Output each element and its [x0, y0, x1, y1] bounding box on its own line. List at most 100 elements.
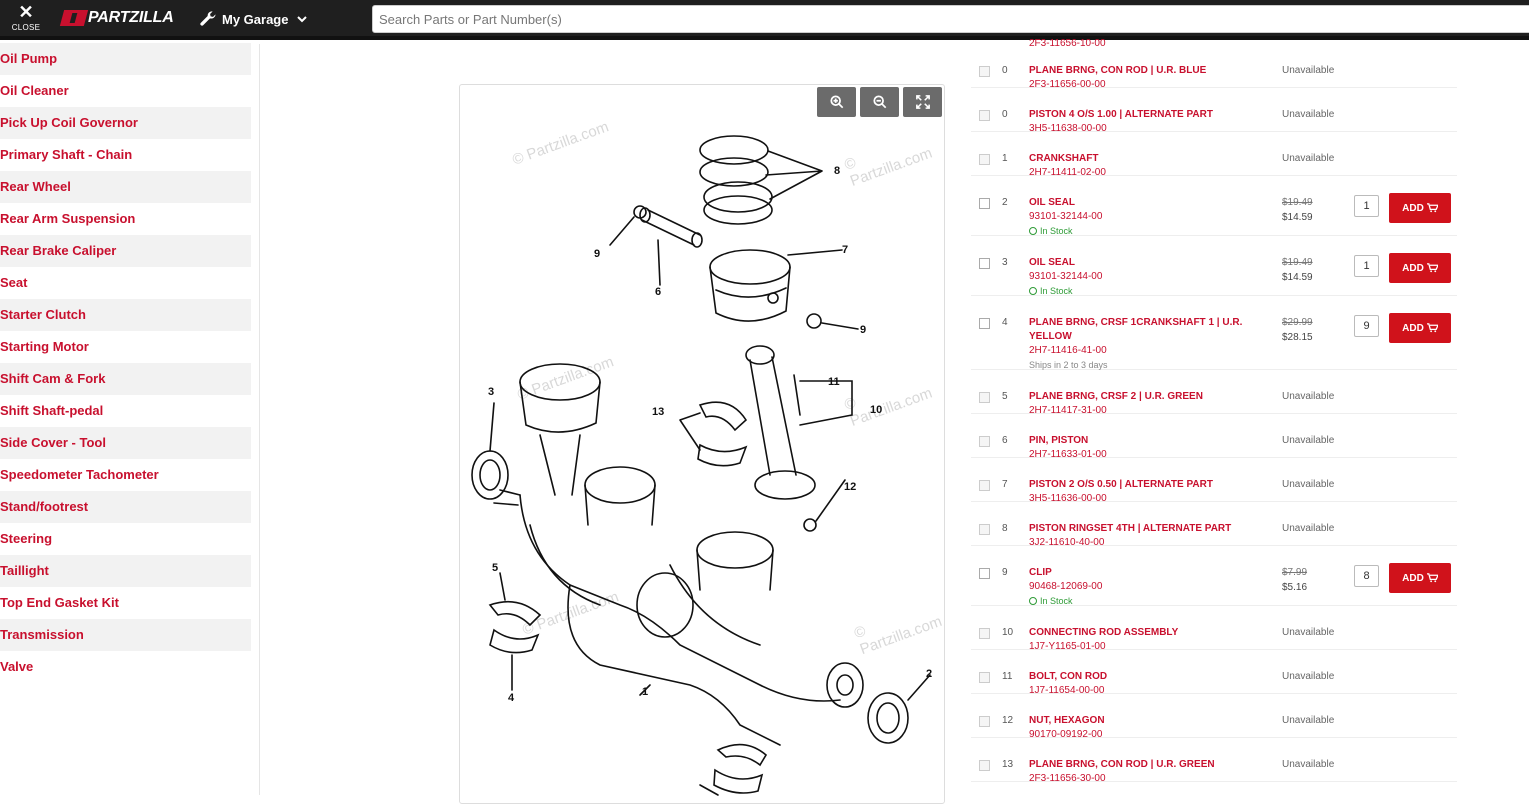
sidebar-item[interactable]: Taillight — [0, 555, 251, 587]
part-select-checkbox[interactable] — [979, 672, 990, 683]
original-price: $7.99 — [1282, 567, 1308, 578]
my-garage-button[interactable]: My Garage — [198, 9, 308, 29]
part-ref-number: 9 — [1002, 567, 1008, 578]
sidebar-item[interactable]: Rear Brake Caliper — [0, 235, 251, 267]
part-name-link[interactable]: PLANE BRNG, CON ROD | U.R. GREEN — [1029, 759, 1215, 770]
part-name-link[interactable]: OIL SEAL — [1029, 197, 1075, 208]
part-name-link[interactable]: CRANKSHAFT — [1029, 153, 1099, 164]
part-name-link[interactable]: NUT, HEXAGON — [1029, 715, 1105, 726]
search-input[interactable] — [379, 12, 1525, 27]
close-button[interactable]: ✕ CLOSE — [8, 3, 44, 37]
part-select-checkbox[interactable] — [979, 436, 990, 447]
sidebar-item[interactable]: Transmission — [0, 619, 251, 651]
part-number: 2H7-11411-02-00 — [1029, 167, 1106, 178]
sidebar-item[interactable]: Valve — [0, 659, 34, 674]
part-select-checkbox[interactable] — [979, 760, 990, 771]
sidebar-item[interactable]: Pick Up Coil Governor — [0, 107, 251, 139]
sidebar-item[interactable]: Rear Arm Suspension — [0, 211, 136, 226]
part-ref-number: 13 — [1002, 759, 1014, 770]
zoom-out-button[interactable] — [860, 87, 899, 117]
fullscreen-button[interactable] — [903, 87, 942, 117]
my-garage-label: My Garage — [222, 11, 289, 27]
sidebar-item[interactable]: Starter Clutch — [0, 299, 251, 331]
part-name-link[interactable]: PISTON 2 O/S 0.50 | ALTERNATE PART — [1029, 479, 1213, 490]
callout-5: 5 — [492, 562, 498, 574]
sidebar-item[interactable]: Oil Cleaner — [0, 83, 69, 98]
sale-price: $28.15 — [1282, 332, 1313, 343]
check-circle-icon — [1029, 287, 1037, 295]
part-select-checkbox[interactable] — [979, 568, 990, 579]
part-select-checkbox[interactable] — [979, 154, 990, 165]
shipping-note: Ships in 2 to 3 days — [1029, 360, 1108, 370]
sidebar-divider — [259, 44, 260, 795]
add-to-cart-button[interactable]: ADD — [1389, 313, 1451, 343]
part-name-link[interactable]: PLANE BRNG, CON ROD | U.R. BLUE — [1029, 65, 1207, 76]
sidebar-item[interactable]: Side Cover - Tool — [0, 427, 251, 459]
part-select-checkbox[interactable] — [979, 716, 990, 727]
add-to-cart-button[interactable]: ADD — [1389, 193, 1451, 223]
quantity-input[interactable]: 1 — [1354, 195, 1379, 217]
part-select-checkbox[interactable] — [979, 110, 990, 121]
callout-10: 10 — [870, 404, 882, 416]
availability-status: Unavailable — [1282, 479, 1335, 490]
add-label: ADD — [1402, 202, 1424, 214]
part-select-checkbox[interactable] — [979, 524, 990, 535]
sidebar-item[interactable]: Shift Cam & Fork — [0, 363, 251, 395]
diagram-controls — [817, 87, 942, 117]
sidebar-item[interactable]: Oil Pump — [0, 43, 251, 75]
partzilla-logo[interactable]: PARTZILLA — [59, 8, 174, 28]
part-number: 2F3-11656-00-00 — [1029, 79, 1106, 90]
part-select-checkbox[interactable] — [979, 628, 990, 639]
quantity-input[interactable]: 9 — [1354, 315, 1379, 337]
sidebar-item[interactable]: Starting Motor — [0, 339, 89, 354]
part-select-checkbox[interactable] — [979, 392, 990, 403]
sidebar-item[interactable]: Steering — [0, 531, 53, 546]
sidebar-item[interactable]: Rear Wheel — [0, 171, 251, 203]
part-select-checkbox[interactable] — [979, 66, 990, 77]
part-select-checkbox[interactable] — [979, 258, 990, 269]
part-name-link[interactable]: PIN, PISTON — [1029, 435, 1089, 446]
part-ref-number: 2 — [1002, 197, 1008, 208]
part-name-link[interactable]: PISTON RINGSET 4TH | ALTERNATE PART — [1029, 523, 1232, 534]
part-name-link[interactable]: PLANE BRNG, CRSF 1CRANKSHAFT 1 | U.R. YE… — [1029, 317, 1243, 342]
sidebar-item[interactable]: Seat — [0, 275, 28, 290]
callout-3: 3 — [488, 386, 494, 398]
availability-status: Unavailable — [1282, 391, 1335, 402]
part-number: 3H5-11638-00-00 — [1029, 123, 1107, 134]
callout-1: 1 — [642, 686, 648, 698]
sidebar-item[interactable]: Shift Shaft-pedal — [0, 403, 104, 418]
part-select-checkbox[interactable] — [979, 198, 990, 209]
part-name-link[interactable]: PLANE BRNG, CRSF 2 | U.R. GREEN — [1029, 391, 1203, 402]
part-select-checkbox[interactable] — [979, 480, 990, 491]
availability-status: Unavailable — [1282, 715, 1335, 726]
quantity-input[interactable]: 8 — [1354, 565, 1379, 587]
chevron-down-icon — [297, 16, 308, 23]
cart-icon — [1426, 323, 1438, 333]
part-name-link[interactable]: BOLT, CON ROD — [1029, 671, 1108, 682]
add-to-cart-button[interactable]: ADD — [1389, 253, 1451, 283]
sidebar-item[interactable]: Top End Gasket Kit — [0, 595, 119, 610]
quantity-input[interactable]: 1 — [1354, 255, 1379, 277]
part-name-link[interactable]: CLIP — [1029, 567, 1052, 578]
zoom-in-button[interactable] — [817, 87, 856, 117]
part-name-link[interactable]: CONNECTING ROD ASSEMBLY — [1029, 627, 1179, 638]
part-select-checkbox[interactable] — [979, 318, 990, 329]
part-name-link[interactable]: PISTON 4 O/S 1.00 | ALTERNATE PART — [1029, 109, 1213, 120]
parts-diagram[interactable]: © Partzilla.com © Partzilla.com © Partzi… — [459, 84, 945, 804]
part-ref-number: 8 — [1002, 523, 1008, 534]
wrench-icon — [200, 11, 216, 26]
sale-price: $14.59 — [1282, 272, 1313, 283]
sidebar-item[interactable]: Stand/footrest — [0, 491, 251, 523]
add-to-cart-button[interactable]: ADD — [1389, 563, 1451, 593]
in-stock-status: In Stock — [1029, 286, 1073, 296]
part-ref-number: 11 — [1002, 671, 1013, 682]
part-name-link[interactable]: OIL SEAL — [1029, 257, 1075, 268]
sidebar-item[interactable]: Primary Shaft - Chain — [0, 147, 133, 162]
sidebar-item[interactable]: Speedometer Tachometer — [0, 467, 159, 482]
